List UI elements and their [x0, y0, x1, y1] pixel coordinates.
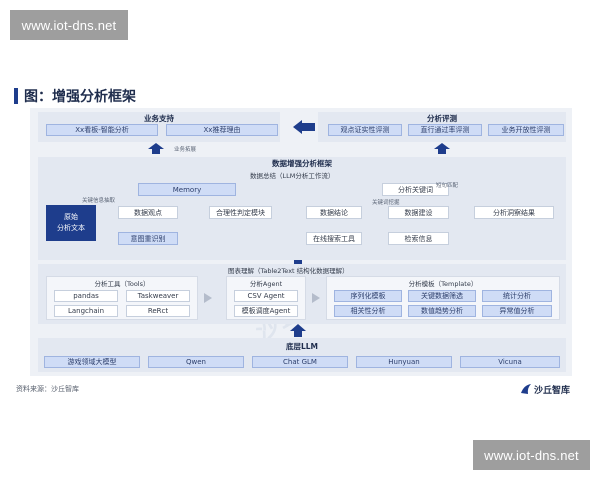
template-serialize: 序列化模板 — [334, 290, 402, 302]
raw-analysis-text: 原始 分析文本 — [46, 205, 96, 241]
template-key-filter: 关键数据筛选 — [408, 290, 476, 302]
node-analysis-keyword: 分析关键词 — [382, 183, 449, 196]
llm-hunyuan: Hunyuan — [356, 356, 452, 368]
tool-pandas: pandas — [54, 290, 118, 302]
llm-game-model: 游戏领域大模型 — [44, 356, 140, 368]
analysis-eval-title: 分析评测 — [427, 114, 457, 123]
arrow-up-enhance-shaft — [294, 258, 302, 264]
label-key-extract: 关键信息抽取 — [82, 198, 116, 204]
chevron-right-icon-2 — [312, 293, 320, 303]
title-accent-bar — [14, 88, 18, 104]
data-summary-title: 数据总结（LLM分析工作流） — [250, 172, 335, 180]
llm-qwen: Qwen — [148, 356, 244, 368]
figure-title: 图：增强分析框架 — [24, 89, 136, 105]
node-data-conclusion: 数据结论 — [306, 206, 362, 219]
tool-rerct: ReRct — [126, 305, 190, 317]
template-trend: 数值趋势分析 — [408, 305, 476, 317]
tools-title: 分析工具（Tools） — [94, 280, 150, 288]
template-statistics: 统计分析 — [482, 290, 552, 302]
template-correlation: 相关性分析 — [334, 305, 402, 317]
arrow-up-llm — [290, 324, 306, 331]
arrow-left-shaft — [301, 123, 315, 131]
label-short-match: 短句匹配 — [436, 183, 459, 189]
eval-item-2: 直行通过率评测 — [408, 124, 482, 136]
memory-box: Memory — [138, 183, 236, 196]
chevron-right-icon-1 — [204, 293, 212, 303]
source-note: 资料来源：沙丘智库 — [16, 385, 79, 393]
template-anomaly: 异常值分析 — [482, 305, 552, 317]
table2text-title: 图表理解（Table2Text 结构化数据理解） — [228, 267, 349, 275]
eval-item-3: 业务开放性评测 — [488, 124, 564, 136]
node-search-tool: 在线搜索工具 — [306, 232, 362, 245]
url-watermark-bottom: www.iot-dns.net — [473, 440, 590, 470]
eval-item-1: 观点证实性评测 — [328, 124, 402, 136]
arrow-up-support — [148, 143, 164, 149]
agent-csv: CSV Agent — [234, 290, 298, 302]
arrow-up-llm-shaft — [294, 330, 302, 337]
agent-title: 分析Agent — [249, 280, 283, 288]
node-retrieve-info: 检索信息 — [388, 232, 449, 245]
logo-icon — [521, 384, 531, 394]
enhance-framework-title: 数据增强分析框架 — [272, 159, 332, 168]
footer-logo-text: 沙丘智库 — [534, 386, 571, 396]
tool-langchain: Langchain — [54, 305, 118, 317]
url-watermark-top: www.iot-dns.net — [10, 10, 128, 40]
arrow-up-eval-shaft — [438, 148, 446, 154]
llm-vicuna: Vicuna — [460, 356, 560, 368]
llm-chatglm: Chat GLM — [252, 356, 348, 368]
support-item-1: Xx看板-智能分析 — [46, 124, 158, 136]
llm-title: 底层LLM — [285, 342, 319, 351]
node-insight-result: 分析洞察结果 — [474, 206, 554, 219]
business-expand-label: 业务拓展 — [174, 147, 197, 153]
business-support-title: 业务支持 — [144, 114, 174, 123]
support-item-2: Xx推荐理由 — [166, 124, 278, 136]
node-data-viewpoint: 数据观点 — [118, 206, 178, 219]
node-reasonableness: 合理性判定模块 — [209, 206, 272, 219]
arrow-up-eval — [434, 143, 450, 149]
arrow-left-icon — [293, 120, 302, 134]
tool-taskweaver: Taskweaver — [126, 290, 190, 302]
arrow-up-support-shaft — [152, 148, 160, 154]
templates-title: 分析模板（Template） — [408, 280, 478, 288]
node-intent-reidentify: 意图重识别 — [118, 232, 178, 245]
label-kw-mining: 关键词挖掘 — [372, 200, 400, 206]
agent-template-dispatch: 模板调度Agent — [234, 305, 298, 317]
node-data-suggestion: 数据建设 — [388, 206, 449, 219]
